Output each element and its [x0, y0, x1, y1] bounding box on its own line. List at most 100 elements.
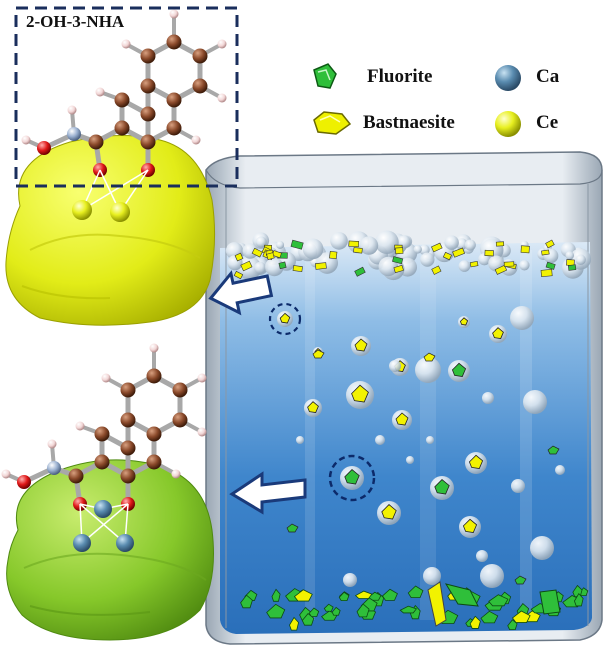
foam-bubble — [565, 251, 575, 260]
molecule-bottom — [1, 343, 207, 544]
air-bubble — [375, 435, 385, 445]
fluorite-particle — [434, 479, 450, 495]
froth-particle — [495, 241, 505, 247]
froth-particle — [251, 247, 263, 258]
carbon-atom — [120, 440, 136, 456]
air-bubble — [426, 436, 434, 444]
carbon-atom — [94, 426, 110, 442]
bastnaesite-particle — [468, 454, 484, 469]
hydrogen-atom — [95, 87, 105, 97]
bastnaesite-particle — [381, 504, 397, 520]
air-bubble — [389, 360, 401, 372]
foam-bubble — [359, 236, 379, 255]
hydrogen-atom — [169, 9, 179, 19]
carbon-atom — [140, 106, 156, 122]
air-bubble — [511, 479, 525, 493]
froth-particle — [545, 239, 555, 249]
fluorite-particle — [574, 592, 584, 607]
ca-ions — [73, 500, 134, 552]
fluorite-particle — [240, 594, 253, 609]
fluorite-particle — [547, 445, 560, 455]
legend-label-ca: Ca — [536, 66, 560, 87]
hydrogen-atom — [67, 105, 77, 115]
yellow-crystal-icon — [313, 111, 352, 135]
froth-particle — [431, 242, 443, 253]
fluorite-particle — [409, 604, 421, 620]
froth-layer — [225, 230, 592, 281]
hydrogen-atom — [197, 373, 207, 383]
foam-bubble — [478, 253, 491, 266]
bastnaesite-particle — [354, 338, 368, 352]
air-bubble — [423, 567, 441, 585]
carbon-atom — [140, 48, 156, 64]
carbon-atom — [146, 368, 162, 384]
carbon-atom — [88, 134, 104, 150]
bastnaesite-particle — [293, 589, 313, 602]
fluorite-particle — [399, 605, 418, 614]
hydrogen-atom — [21, 135, 31, 145]
carbon-atom — [68, 468, 84, 484]
highlight-circle-fluorite — [328, 454, 376, 502]
foam-bubble — [242, 243, 258, 259]
fluorite-particle — [344, 469, 360, 485]
air-bubble — [555, 465, 565, 475]
air-bubble — [530, 536, 554, 560]
fluorite-particle — [331, 606, 341, 616]
bastnaesite-particle — [492, 327, 504, 339]
foam-bubble — [420, 252, 435, 267]
sediment-particles — [240, 581, 589, 631]
bastnaesite-particle — [427, 581, 447, 627]
froth-particle — [234, 252, 244, 262]
hydrogen-atom — [1, 469, 11, 479]
froth-particle — [540, 269, 553, 278]
froth-particle — [266, 252, 275, 261]
foam-bubble — [302, 238, 324, 260]
froth-particle — [503, 261, 515, 267]
air-bubble — [476, 550, 488, 562]
air-bubble — [480, 564, 504, 588]
hydrogen-atom — [217, 93, 227, 103]
bastnaesite-particle — [351, 384, 369, 403]
foam-bubble — [255, 236, 267, 248]
green-crystal-icon — [313, 63, 337, 89]
bastnaesite-particle — [462, 518, 478, 533]
fluorite-particle — [271, 588, 281, 602]
hydrogen-atom — [171, 469, 181, 479]
water-body — [220, 242, 592, 634]
air-bubble — [406, 456, 414, 464]
fluorite-particle — [539, 589, 561, 615]
molecule-label: 2-OH-3-NHA — [26, 12, 125, 31]
hydrogen-atom — [191, 135, 201, 145]
froth-particle — [292, 265, 303, 273]
coordination-bond — [79, 503, 126, 544]
carbon-atom — [166, 92, 182, 108]
fluorite-particle — [514, 575, 527, 585]
carbon-atom — [114, 92, 130, 108]
foam-bubble — [464, 239, 476, 251]
bastnaesite-particle — [354, 590, 373, 599]
molecule-top — [21, 9, 227, 213]
carbon-atom — [172, 382, 188, 398]
froth-particle — [354, 266, 366, 277]
molecule-box — [14, 6, 239, 188]
carbon-atom — [140, 134, 156, 150]
air-bubble — [296, 436, 304, 444]
carbon-atom — [94, 454, 110, 470]
carbon-atom — [120, 468, 136, 484]
froth-particle — [392, 256, 404, 265]
froth-particle — [233, 270, 244, 280]
oxygen-atom — [37, 141, 51, 155]
fluorite-particle — [572, 584, 583, 598]
bastnaesite-particle — [395, 412, 409, 426]
hydrogen-atom — [197, 427, 207, 437]
hydrogen-atom — [47, 439, 57, 449]
froth-particle — [278, 261, 287, 270]
carbon-atom — [146, 426, 162, 442]
hydrogen-atom — [149, 343, 159, 353]
carbon-atom — [166, 120, 182, 136]
hydrogen-atom — [75, 421, 85, 431]
fluorite-particle — [301, 613, 315, 626]
fluorite-particle — [338, 591, 350, 602]
fluorite-particle — [488, 594, 509, 607]
